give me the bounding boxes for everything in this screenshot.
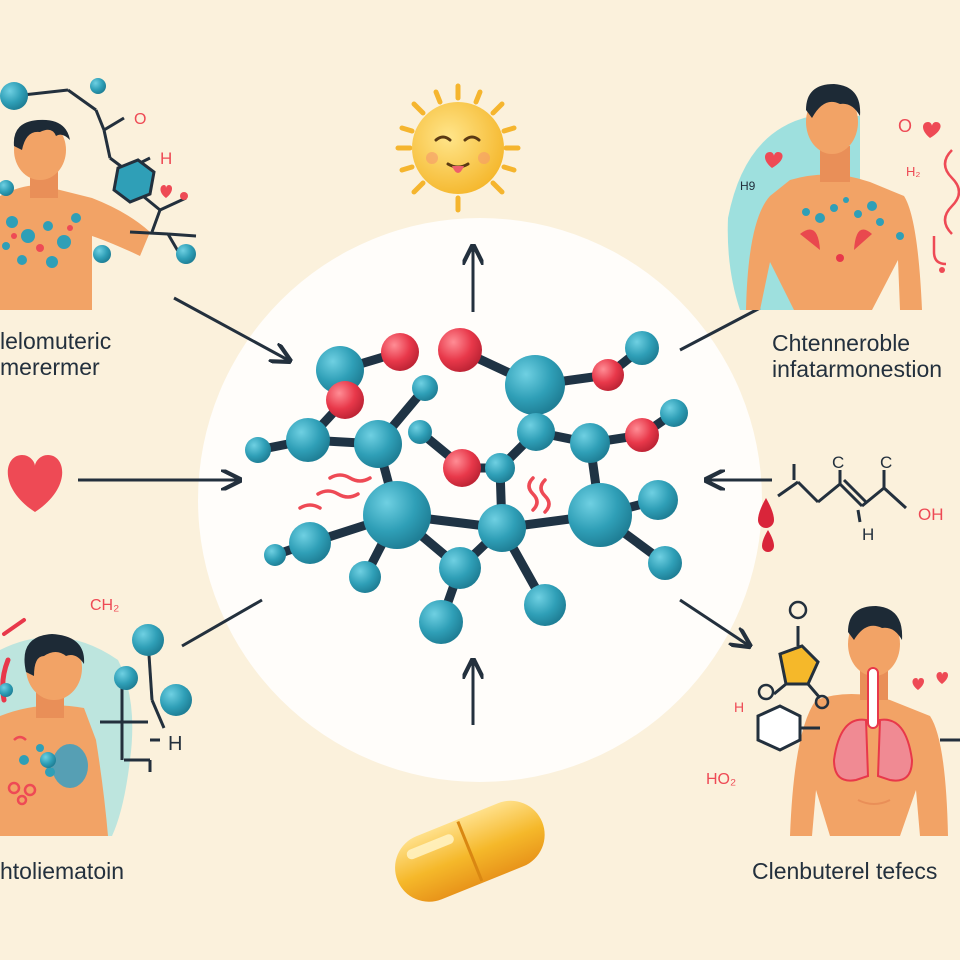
sun-icon xyxy=(395,83,521,213)
chem-label: H₂ xyxy=(906,164,920,179)
label-top-left-line1: lelomuteric xyxy=(0,328,112,354)
person-icon-bottom-right xyxy=(790,606,948,836)
label-top-right: Chtennerоble infatarmonestion xyxy=(772,330,960,382)
small-heart-icon xyxy=(923,122,941,138)
chem-label: H xyxy=(734,699,744,715)
label-top-right-line1: Chtennerоble xyxy=(772,330,911,356)
small-heart-icon xyxy=(765,152,783,168)
chem-structure-right xyxy=(777,464,908,523)
chem-atom xyxy=(40,752,56,768)
chem-atom xyxy=(114,666,138,690)
arrow-bottom-left xyxy=(181,598,263,648)
chem-atom xyxy=(0,683,13,697)
chem-atom xyxy=(0,180,14,196)
label-bottom-right: Clenbuterel tefecs xyxy=(752,858,938,884)
arrow-to-bottom-right xyxy=(679,598,748,645)
chem-label: OH xyxy=(918,505,944,524)
red-swoosh xyxy=(2,618,26,636)
chem-dot xyxy=(180,192,188,200)
heart-icon xyxy=(7,455,63,512)
person-icon-top-left xyxy=(0,119,150,310)
droplet-icon xyxy=(762,530,774,552)
chem-label: H xyxy=(168,733,182,755)
chem-atom xyxy=(132,624,164,656)
wavy-line xyxy=(943,149,960,235)
arrows xyxy=(78,248,772,725)
person-icon-top-right xyxy=(727,84,922,310)
pill-icon xyxy=(395,800,545,902)
molecule-atoms xyxy=(245,328,688,644)
label-top-left-line2: merermer xyxy=(0,354,100,380)
small-heart-icon xyxy=(936,672,949,684)
chem-atom xyxy=(93,245,111,263)
chem-label: H xyxy=(160,149,172,168)
arrow-top-right xyxy=(679,306,761,352)
hexagon-ring-top-left xyxy=(112,158,156,204)
arrow-from-top-left xyxy=(173,296,288,360)
chem-label: C xyxy=(832,453,844,472)
chem-atom xyxy=(160,684,192,716)
chem-label: HO₂ xyxy=(706,771,736,788)
chem-label: C xyxy=(880,453,892,472)
chem-ring-o xyxy=(814,694,830,710)
droplet-icon xyxy=(758,498,774,528)
label-bottom-left: htoliematoin xyxy=(0,858,125,884)
heat-squiggle-icon xyxy=(298,473,551,514)
chem-atom xyxy=(0,82,28,110)
label-top-left: lelomuteric merermer xyxy=(0,328,111,380)
chem-dot xyxy=(939,267,945,273)
lungs-icon xyxy=(832,667,914,782)
chem-label: O xyxy=(898,116,912,136)
person-icon-bottom-left xyxy=(0,634,133,836)
small-heart-icon xyxy=(160,185,173,198)
chem-ring-o xyxy=(788,600,808,620)
chem-structure-bottom-right xyxy=(756,626,960,752)
chem-atom xyxy=(176,244,196,264)
chem-label: H9 xyxy=(740,179,756,193)
chem-label: H xyxy=(862,525,874,544)
label-top-right-line2: infatarmonestion xyxy=(772,356,943,382)
flask-line xyxy=(932,236,947,266)
chem-label: O xyxy=(134,111,146,128)
small-heart-icon xyxy=(912,678,925,690)
chem-label: CH₂ xyxy=(90,597,119,614)
chem-ring-o xyxy=(757,683,775,701)
red-swoosh xyxy=(0,657,11,703)
chem-atom xyxy=(90,78,106,94)
